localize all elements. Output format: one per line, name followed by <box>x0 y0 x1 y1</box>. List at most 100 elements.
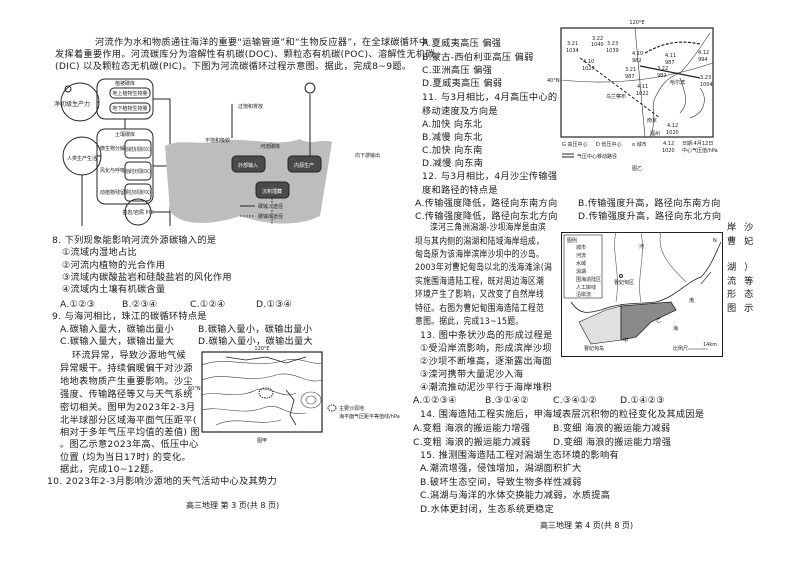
city-label: 哈尔滨 <box>670 79 685 86</box>
q13-item: ③滦河携带大量泥沙入海 <box>420 369 524 380</box>
soil-pool-label: 土壤碳库 <box>115 131 135 138</box>
below-ground-biomass: 地下植物生物量 <box>112 105 147 112</box>
undersaturation-label: 不饱和吸收 <box>205 137 230 144</box>
q12-option-a: A.传输强度降低，路径向东南方向 <box>415 198 558 209</box>
legend-example-value: 1020 <box>662 148 675 154</box>
human-activity-label: 人类生产生活 <box>67 155 97 162</box>
intro-line: 河流作为水和物质通往海洋的重要“运输管道”和“生物反应器”，在全球碳循环中 <box>95 37 429 48</box>
high-date: 3.23 <box>607 41 618 47</box>
legend-coastal-current: 沿岸流 <box>576 291 591 298</box>
passage-line: 异常暖干。持续偏暖偏干对沙源 <box>60 363 193 374</box>
oversaturation-label: 过饱和排放 <box>238 103 263 110</box>
river-basin-shape <box>165 139 332 224</box>
legend-example-date: 4.12 <box>663 141 674 147</box>
sea-label: 渤 <box>689 297 694 304</box>
q12-option-d: D.传输强度升高，路径向东北方向 <box>578 211 722 222</box>
above-ground-biomass: 地上植物生物量 <box>112 90 147 97</box>
scale-value: 14km <box>703 342 717 348</box>
high-value: 1027 <box>582 66 595 72</box>
side-fragment: 曹妃 <box>727 236 762 247</box>
dic-label: 溶解性无机碳(DIC) <box>126 168 151 175</box>
q14-option-d: D.变细 海浪的搬运能力增强 <box>553 437 672 448</box>
path-legend-icon <box>562 153 574 158</box>
legend-high: G 高压中心 <box>562 141 587 148</box>
high-date: 4.11 <box>637 84 648 90</box>
high-date: 3.21 <box>567 41 578 47</box>
legend-water: 水域 <box>576 260 586 267</box>
q11-option-d: D.减慢 向东南 <box>422 158 484 169</box>
legend-value-desc: 中心气压值/hPa <box>682 147 718 154</box>
q9-option-c: C.碳输入量大，碳输出量大 <box>60 336 175 347</box>
page-footer: 高三地理 第 3 页(共 8 页) <box>186 501 280 510</box>
q11-option-a: A.加快 向东北 <box>422 119 483 130</box>
passage-line: 位置 (均为当日17时) 的变化。 <box>60 452 191 463</box>
city-marker <box>619 274 623 278</box>
q8-item: ②河流内植物的光合作用 <box>62 260 166 271</box>
map-caption: 图甲 <box>257 438 267 444</box>
side-fragment: 湖） <box>727 262 762 273</box>
passage-line: 地地表物质产生重要影响。沙尘 <box>60 376 193 387</box>
low-value: 987 <box>665 60 675 66</box>
sand-source-legend-icon <box>327 404 337 412</box>
island-label: 曹妃甸岛 <box>584 345 604 352</box>
legend-low: D 低压中心 <box>596 141 621 148</box>
q15-option-d: D.水体更封闭，生态系统更稳定 <box>420 504 554 515</box>
q8-option-c: C.①②④ <box>190 299 226 310</box>
q12-option-c: C.传输强度降低，路径向东北方向 <box>415 211 558 222</box>
legend-city: 城市 <box>576 244 586 251</box>
passage-line: 环境产生了影响，又改变了自然岸线 <box>415 289 545 300</box>
doc-label: 溶解性有机碳(DOC) <box>126 146 151 153</box>
q9-option-d: D.碳输入量小，碳输出量大 <box>198 336 313 347</box>
q11-stem: 11. 与3月相比，4月高压中心的 <box>422 92 558 103</box>
low-value: 982 <box>657 73 667 79</box>
q12-option-b: B.传输强度升高，路径向东南方向 <box>578 198 721 209</box>
high-value: 1022 <box>636 91 649 97</box>
passage-line: 坝与其内侧的潟湖和陆域海岸组成， <box>415 236 545 247</box>
q10-option-c: C.亚洲高压 偏强 <box>422 65 493 76</box>
downstream-label: 向下游输出 <box>355 152 380 159</box>
low-value: 982 <box>632 58 642 64</box>
q10-option-a: A.夏威夷高压 偏强 <box>422 38 502 49</box>
q10-stem: 10. 2023年2-3月影响沙源地的天气活动中心及其势力 <box>47 476 277 487</box>
low-value: 1004 <box>700 82 713 88</box>
q14-option-a: A.变粗 海浪的搬运能力增强 <box>413 423 531 434</box>
legend-reclamation: 围海造陆区 <box>576 276 601 283</box>
city-label: 福州 <box>650 130 660 137</box>
residue-label: 动植物残留 <box>100 189 125 196</box>
q8-item: ④流域内土壤有机碳含量 <box>62 284 166 295</box>
legend-source: 主要沙源地 <box>339 405 364 412</box>
side-fragment: 图示 <box>727 303 762 314</box>
page-footer: 高三地理 第 4 页(共 8 页) <box>540 521 634 530</box>
q15-option-c: C.潟湖与海洋的水体交换能力减弱，水质提高 <box>420 490 611 501</box>
high-value: 1020 <box>666 130 679 136</box>
lon-label: 120°E <box>254 346 269 352</box>
low-date: 4.10 <box>632 51 643 57</box>
lat-label: 60°N <box>188 386 201 392</box>
passage-line: 北半球部分区域海平面气压距平( <box>60 415 197 426</box>
passage-line: 环流异常，导致沙源地气候 <box>72 350 186 361</box>
q12-stem: 12. 与3月相比，4月沙尘传输强 <box>422 171 558 182</box>
north-arrow-icon: N <box>713 238 717 244</box>
passage-line: 。图乙示意2023年高、低压中心 <box>60 439 199 450</box>
legend-city: o 城市 <box>632 141 647 148</box>
legend-date-desc: 日期:4月12日 <box>682 141 713 147</box>
city-label: 南京 <box>647 117 657 124</box>
q13-item: ④潮流推动泥沙平行于海岸堆积 <box>420 382 552 393</box>
side-fragment: 形态 <box>727 289 762 300</box>
high-date: 3.22 <box>592 36 603 42</box>
q13-stem: 13. 图中条状沙岛的形成过程是 <box>420 330 553 341</box>
legend-artificial-coast: 人工岸线 <box>576 284 596 291</box>
q14-option-b: B.变细 海浪的搬运能力减弱 <box>553 423 671 434</box>
q9-option-a: A.碳输入量大，碳输出量小 <box>60 324 175 335</box>
microbe-label: 微生物分解 <box>100 145 125 152</box>
point-jia: 甲 <box>623 338 628 344</box>
legend-path: 气压中心移动路径 <box>577 153 617 160</box>
pressure-center-map: 120°E 40°N 3.21 1034 3.22 1040 3.23 1039… <box>547 20 718 172</box>
intro-line: (DIC) 以及颗粒态无机碳(PIC)。下图为河流碳循环过程示意图。据此，完成8… <box>55 61 412 72</box>
q8-item: ③流域内碳酸盐岩和硅酸盐岩的风化作用 <box>62 272 232 283</box>
q11-stem: 移动速度及方向是 <box>422 106 498 117</box>
pic-label: 基岩/岩屑 PIC <box>122 209 154 216</box>
legend-isoline: 海平面气压距平等值线/hPa <box>339 413 400 420</box>
low-date: 4.11 <box>665 53 676 59</box>
q13-item: ②沙坝不断堆高，逐渐露出海面 <box>420 356 552 367</box>
